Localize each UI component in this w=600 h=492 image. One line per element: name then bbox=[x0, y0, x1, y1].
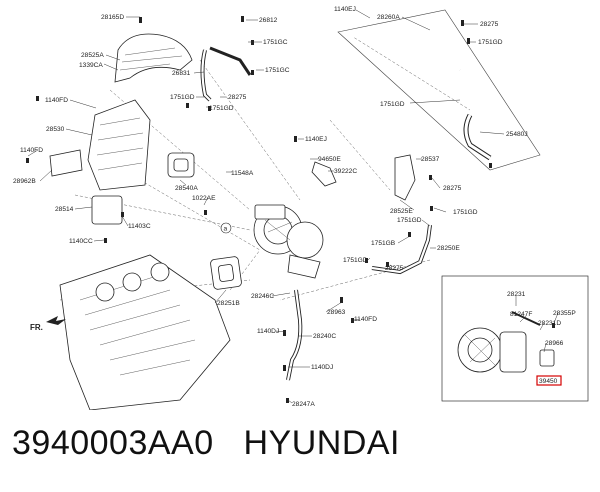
part-caption: 3940003AA0 HYUNDAI bbox=[12, 424, 400, 463]
part-labels: 28165D 28525A 1339CA 1140FD 28530 1140FD… bbox=[13, 6, 576, 408]
label-28250E: 28250E bbox=[437, 245, 460, 252]
label-28966: 28966 bbox=[545, 340, 564, 347]
label-11548A: 11548A bbox=[231, 170, 254, 177]
label-28260A: 28260A bbox=[377, 14, 400, 21]
label-28525E: 28525E bbox=[390, 208, 413, 215]
label-94650E: 94650E bbox=[318, 156, 341, 163]
bolt-markers bbox=[26, 16, 555, 403]
label-26812: 26812 bbox=[259, 17, 278, 24]
label-1751GB: 1751GB bbox=[371, 240, 396, 247]
label-28165D: 28165D bbox=[101, 14, 124, 21]
label-1339CA: 1339CA bbox=[79, 62, 103, 69]
label-1751GD-5: 1751GD bbox=[453, 209, 478, 216]
pipes bbox=[200, 46, 432, 381]
label-26831: 26831 bbox=[172, 70, 191, 77]
label-28251B: 28251B bbox=[217, 300, 240, 307]
svg-text:a: a bbox=[224, 226, 228, 233]
label-28247A: 28247A bbox=[292, 401, 315, 408]
highlight-box-39450 bbox=[536, 375, 562, 386]
label-28275-3: 28275 bbox=[443, 185, 462, 192]
exploded-parts-diagram: a a bbox=[13, 6, 589, 410]
label-1751GD-3: 1751GD bbox=[170, 94, 195, 101]
label-fr: FR. bbox=[30, 323, 43, 332]
label-25480J: 25480J bbox=[506, 131, 528, 138]
label-1140CC: 1140CC bbox=[69, 238, 93, 245]
label-1140EJ-2: 1140EJ bbox=[305, 136, 327, 143]
label-1140FD-2: 1140FD bbox=[20, 147, 43, 154]
label-1140EJ: 1140EJ bbox=[334, 6, 356, 13]
label-1751GC: 1751GC bbox=[263, 39, 288, 46]
brand-name: HYUNDAI bbox=[243, 424, 401, 462]
label-1751GD-7: 1751GD bbox=[343, 257, 368, 264]
label-28514: 28514 bbox=[55, 206, 74, 213]
engine-block bbox=[59, 254, 231, 410]
label-28355P: 28355P bbox=[553, 310, 576, 317]
label-28231D: 28231D bbox=[538, 320, 561, 327]
heat-shield-part bbox=[114, 33, 193, 83]
label-28540A: 28540A bbox=[175, 185, 198, 192]
label-28530: 28530 bbox=[46, 126, 65, 133]
label-28963: 28963 bbox=[327, 309, 346, 316]
label-28275: 28275 bbox=[480, 21, 499, 28]
label-81247F: 81247F bbox=[510, 311, 532, 318]
label-1140FD: 1140FD bbox=[45, 97, 68, 104]
label-28275-4: 28275 bbox=[385, 265, 404, 272]
leader-lines bbox=[27, 9, 559, 404]
label-28246C: 28246C bbox=[251, 293, 274, 300]
label-11403C: 11403C bbox=[128, 223, 151, 230]
inset-detail-box bbox=[441, 275, 589, 402]
label-1751GC-2: 1751GC bbox=[265, 67, 290, 74]
egr-pipe-panel bbox=[337, 9, 541, 171]
label-1751GD-2: 1751GD bbox=[380, 101, 405, 108]
label-1751GD-4: 1751GD bbox=[209, 105, 234, 112]
label-28240C: 28240C bbox=[313, 333, 336, 340]
label-28231: 28231 bbox=[507, 291, 526, 298]
label-39222C: 39222C bbox=[334, 168, 357, 175]
label-28962B: 28962B bbox=[13, 178, 36, 185]
front-direction-marker bbox=[46, 316, 66, 325]
label-1022AE: 1022AE bbox=[192, 195, 216, 202]
label-28275-2: 28275 bbox=[228, 94, 247, 101]
label-1751GD: 1751GD bbox=[478, 39, 503, 46]
catalytic-converter-part bbox=[49, 99, 151, 225]
label-1140FD-3: 1140FD bbox=[354, 316, 377, 323]
gaskets bbox=[167, 152, 242, 290]
label-28525A: 28525A bbox=[81, 52, 104, 59]
label-1140DJ: 1140DJ bbox=[257, 328, 279, 335]
label-1140DJ-2: 1140DJ bbox=[311, 364, 333, 371]
label-1751GD-6: 1751GD bbox=[397, 217, 422, 224]
label-39450: 39450 bbox=[539, 378, 558, 385]
part-number: 3940003AA0 bbox=[12, 424, 214, 462]
label-28537: 28537 bbox=[421, 156, 440, 163]
turbocharger-part bbox=[253, 204, 324, 279]
